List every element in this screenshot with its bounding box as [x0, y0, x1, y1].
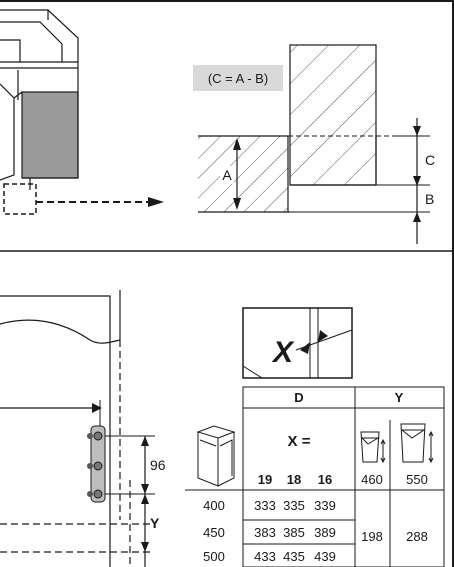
- detail-arrow-head: [148, 197, 164, 207]
- bin-icon-small: [360, 431, 386, 464]
- table-cell: 339: [314, 498, 336, 513]
- table-cell: 385: [283, 525, 305, 540]
- thickness-18: 18: [287, 472, 301, 487]
- y-value-288: 288: [406, 529, 428, 544]
- thickness-19: 19: [258, 472, 272, 487]
- bin-size-550: 550: [406, 472, 428, 487]
- table-cell: 383: [254, 525, 276, 540]
- detail-box: [3, 183, 37, 215]
- cabinet-side-section: [289, 44, 377, 186]
- dim-a-label: A: [222, 167, 232, 183]
- thickness-16: 16: [318, 472, 332, 487]
- floor-block: [198, 136, 288, 212]
- x-detail-symbol: X: [271, 336, 295, 369]
- table-cell: 433: [254, 549, 276, 564]
- cabinet-perspective: [0, 9, 79, 190]
- table-cell: 389: [314, 525, 336, 540]
- cabinet-icon: [196, 425, 236, 487]
- y-value-198: 198: [361, 529, 383, 544]
- formula-box: (C = A - B): [193, 65, 283, 91]
- dim-y-label: Y: [150, 515, 160, 531]
- bin-icon-large: [400, 423, 434, 464]
- col-y-header: Y: [395, 390, 404, 405]
- dimension-table: [185, 386, 445, 567]
- bin-size-460: 460: [361, 472, 383, 487]
- drawer-outline: [0, 290, 150, 567]
- table-cell: 439: [314, 549, 336, 564]
- x-detail-box: X: [242, 307, 353, 379]
- dim-c-label: C: [425, 152, 435, 168]
- row-d-500: 500: [203, 549, 225, 564]
- table-cell: 435: [283, 549, 305, 564]
- hinge-plate: [87, 425, 106, 503]
- table-cell: 333: [254, 498, 276, 513]
- row-d-450: 450: [203, 525, 225, 540]
- dim-96-label: 96: [150, 457, 166, 473]
- x-equals-label: X =: [288, 433, 311, 450]
- table-cell: 335: [283, 498, 305, 513]
- formula-text: (C = A - B): [208, 71, 268, 86]
- row-d-400: 400: [203, 498, 225, 513]
- dim-b-label: B: [425, 191, 434, 207]
- col-d-header: D: [294, 390, 303, 405]
